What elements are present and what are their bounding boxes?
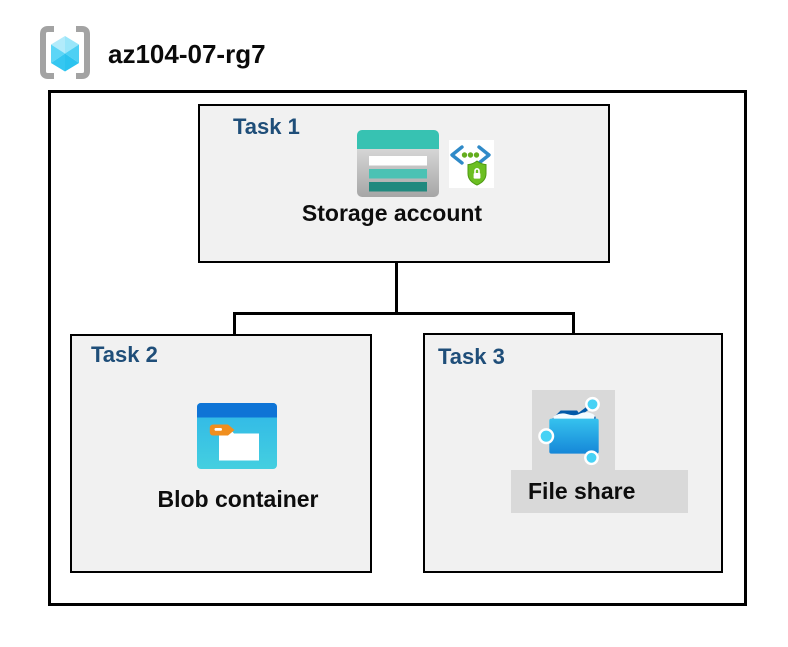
connector-horizontal [233, 312, 575, 315]
task1-box: Task 1 Storage account [198, 104, 610, 263]
connector-storage-stem [395, 263, 398, 314]
task3-box: Task 3 File share [423, 333, 723, 573]
task1-label: Task 1 [233, 114, 300, 139]
resource-group-name: az104-07-rg7 [108, 39, 266, 69]
storage-account-label: Storage account [301, 200, 483, 226]
file-share-label: File share [528, 478, 636, 504]
task2-label: Task 2 [91, 342, 158, 367]
task3-label: Task 3 [438, 344, 505, 369]
secure-transfer-icon [449, 140, 494, 188]
resource-group-icon [40, 26, 90, 79]
blob-container-icon [197, 403, 277, 469]
blob-container-label: Blob container [157, 486, 319, 512]
task2-box: Task 2 Blob container [70, 334, 372, 573]
file-share-icon-highlight [532, 390, 615, 470]
file-share-icon [537, 396, 600, 466]
storage-account-icon [357, 130, 439, 197]
file-share-label-highlight: File share [511, 470, 688, 513]
